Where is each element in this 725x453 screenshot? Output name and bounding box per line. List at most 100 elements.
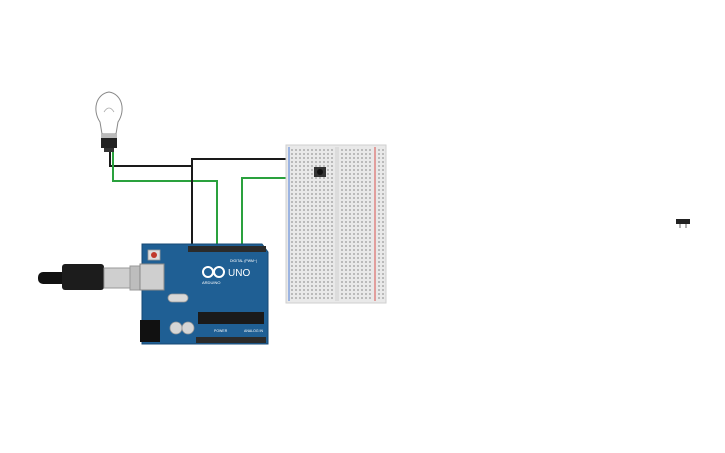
- breadboard-hole: [327, 277, 329, 279]
- breadboard-hole: [331, 217, 333, 219]
- breadboard-hole: [315, 229, 317, 231]
- breadboard-hole: [319, 205, 321, 207]
- black-wire-bulb-gnd[interactable]: [109, 152, 193, 248]
- breadboard-hole: [303, 161, 305, 163]
- breadboard-hole: [315, 153, 317, 155]
- breadboard-hole: [382, 253, 384, 255]
- breadboard-hole: [303, 277, 305, 279]
- breadboard-hole: [382, 221, 384, 223]
- breadboard-hole: [323, 161, 325, 163]
- breadboard-hole: [349, 237, 351, 239]
- breadboard-hole: [315, 181, 317, 183]
- breadboard-hole: [299, 289, 301, 291]
- breadboard-hole: [315, 249, 317, 251]
- usb-port: [139, 263, 165, 291]
- breadboard-hole: [382, 209, 384, 211]
- breadboard-hole: [311, 221, 313, 223]
- breadboard-hole: [382, 237, 384, 239]
- usb-cable-icon[interactable]: [38, 264, 143, 291]
- arduino-uno-board[interactable]: UNO ARDUINO DIGITAL (PWM~) POWER ANALOG …: [139, 243, 269, 345]
- breadboard-hole: [295, 197, 297, 199]
- breadboard-hole: [353, 273, 355, 275]
- breadboard-hole: [307, 161, 309, 163]
- breadboard-hole: [311, 237, 313, 239]
- breadboard-hole: [357, 297, 359, 299]
- slide-switch-icon[interactable]: [676, 219, 690, 228]
- breadboard-hole: [323, 269, 325, 271]
- breadboard-hole: [341, 293, 343, 295]
- breadboard-hole: [299, 185, 301, 187]
- breadboard-hole: [361, 225, 363, 227]
- breadboard-hole: [378, 169, 380, 171]
- breadboard-hole: [382, 257, 384, 259]
- light-bulb-icon[interactable]: [95, 91, 123, 152]
- breadboard-hole: [303, 265, 305, 267]
- breadboard-hole: [345, 197, 347, 199]
- breadboard-hole: [382, 181, 384, 183]
- breadboard-hole: [378, 293, 380, 295]
- breadboard-hole: [369, 241, 371, 243]
- breadboard-hole: [323, 277, 325, 279]
- breadboard-hole: [295, 285, 297, 287]
- green-wire-bulb-pin[interactable]: [112, 152, 218, 248]
- breadboard-hole: [365, 233, 367, 235]
- breadboard-hole: [345, 189, 347, 191]
- breadboard-hole: [291, 149, 293, 151]
- breadboard-hole: [315, 233, 317, 235]
- power-analog-header[interactable]: [196, 337, 266, 343]
- breadboard-hole: [361, 149, 363, 151]
- breadboard[interactable]: [285, 144, 387, 304]
- breadboard-hole: [378, 237, 380, 239]
- breadboard-hole: [369, 169, 371, 171]
- breadboard-hole: [357, 181, 359, 183]
- breadboard-hole: [327, 157, 329, 159]
- breadboard-hole: [349, 257, 351, 259]
- breadboard-hole: [299, 241, 301, 243]
- breadboard-hole: [323, 213, 325, 215]
- breadboard-hole: [382, 153, 384, 155]
- breadboard-hole: [349, 177, 351, 179]
- breadboard-hole: [361, 293, 363, 295]
- breadboard-hole: [378, 281, 380, 283]
- breadboard-hole: [345, 229, 347, 231]
- breadboard-hole: [331, 177, 333, 179]
- breadboard-hole: [307, 261, 309, 263]
- breadboard-hole: [341, 165, 343, 167]
- breadboard-hole: [327, 185, 329, 187]
- breadboard-hole: [303, 257, 305, 259]
- digital-header[interactable]: [188, 246, 266, 252]
- breadboard-hole: [353, 269, 355, 271]
- breadboard-hole: [345, 213, 347, 215]
- breadboard-hole: [341, 233, 343, 235]
- breadboard-hole: [345, 297, 347, 299]
- arduino-logo-icon: [202, 266, 225, 278]
- breadboard-hole: [323, 233, 325, 235]
- breadboard-hole: [331, 173, 333, 175]
- breadboard-hole: [311, 165, 313, 167]
- breadboard-hole: [341, 257, 343, 259]
- breadboard-hole: [369, 149, 371, 151]
- breadboard-hole: [291, 273, 293, 275]
- breadboard-hole: [295, 277, 297, 279]
- pushbutton[interactable]: [314, 167, 326, 177]
- breadboard-hole: [299, 189, 301, 191]
- breadboard-hole: [331, 165, 333, 167]
- breadboard-hole: [357, 245, 359, 247]
- breadboard-hole: [349, 201, 351, 203]
- breadboard-hole: [327, 233, 329, 235]
- breadboard-hole: [341, 217, 343, 219]
- breadboard-hole: [319, 269, 321, 271]
- breadboard-hole: [382, 265, 384, 267]
- breadboard-hole: [315, 217, 317, 219]
- black-wire-gnd-breadboard[interactable]: [191, 158, 296, 248]
- breadboard-hole: [331, 297, 333, 299]
- breadboard-hole: [365, 261, 367, 263]
- breadboard-hole: [349, 297, 351, 299]
- breadboard-hole: [295, 273, 297, 275]
- breadboard-hole: [331, 273, 333, 275]
- breadboard-hole: [353, 161, 355, 163]
- breadboard-hole: [369, 157, 371, 159]
- breadboard-hole: [291, 177, 293, 179]
- breadboard-hole: [299, 277, 301, 279]
